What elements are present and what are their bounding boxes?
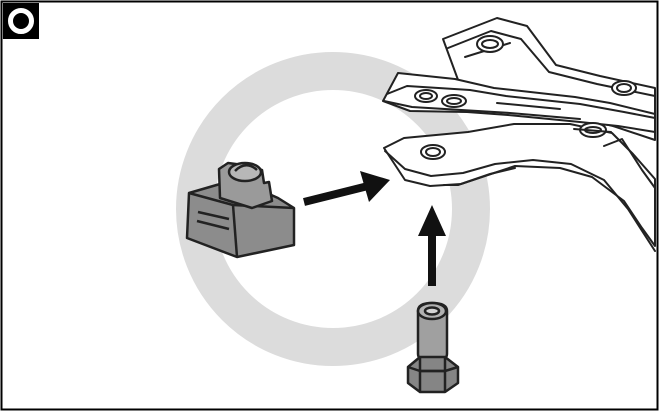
middle-arm-plate bbox=[382, 72, 656, 133]
bolt bbox=[406, 301, 460, 394]
insert-arrow-left bbox=[303, 171, 390, 206]
insert-arrow-up bbox=[418, 205, 446, 286]
step-badge: O bbox=[3, 3, 39, 39]
o-step-icon bbox=[8, 8, 34, 34]
frame-arm-assembly bbox=[382, 17, 656, 252]
rubber-foot bbox=[185, 161, 296, 259]
